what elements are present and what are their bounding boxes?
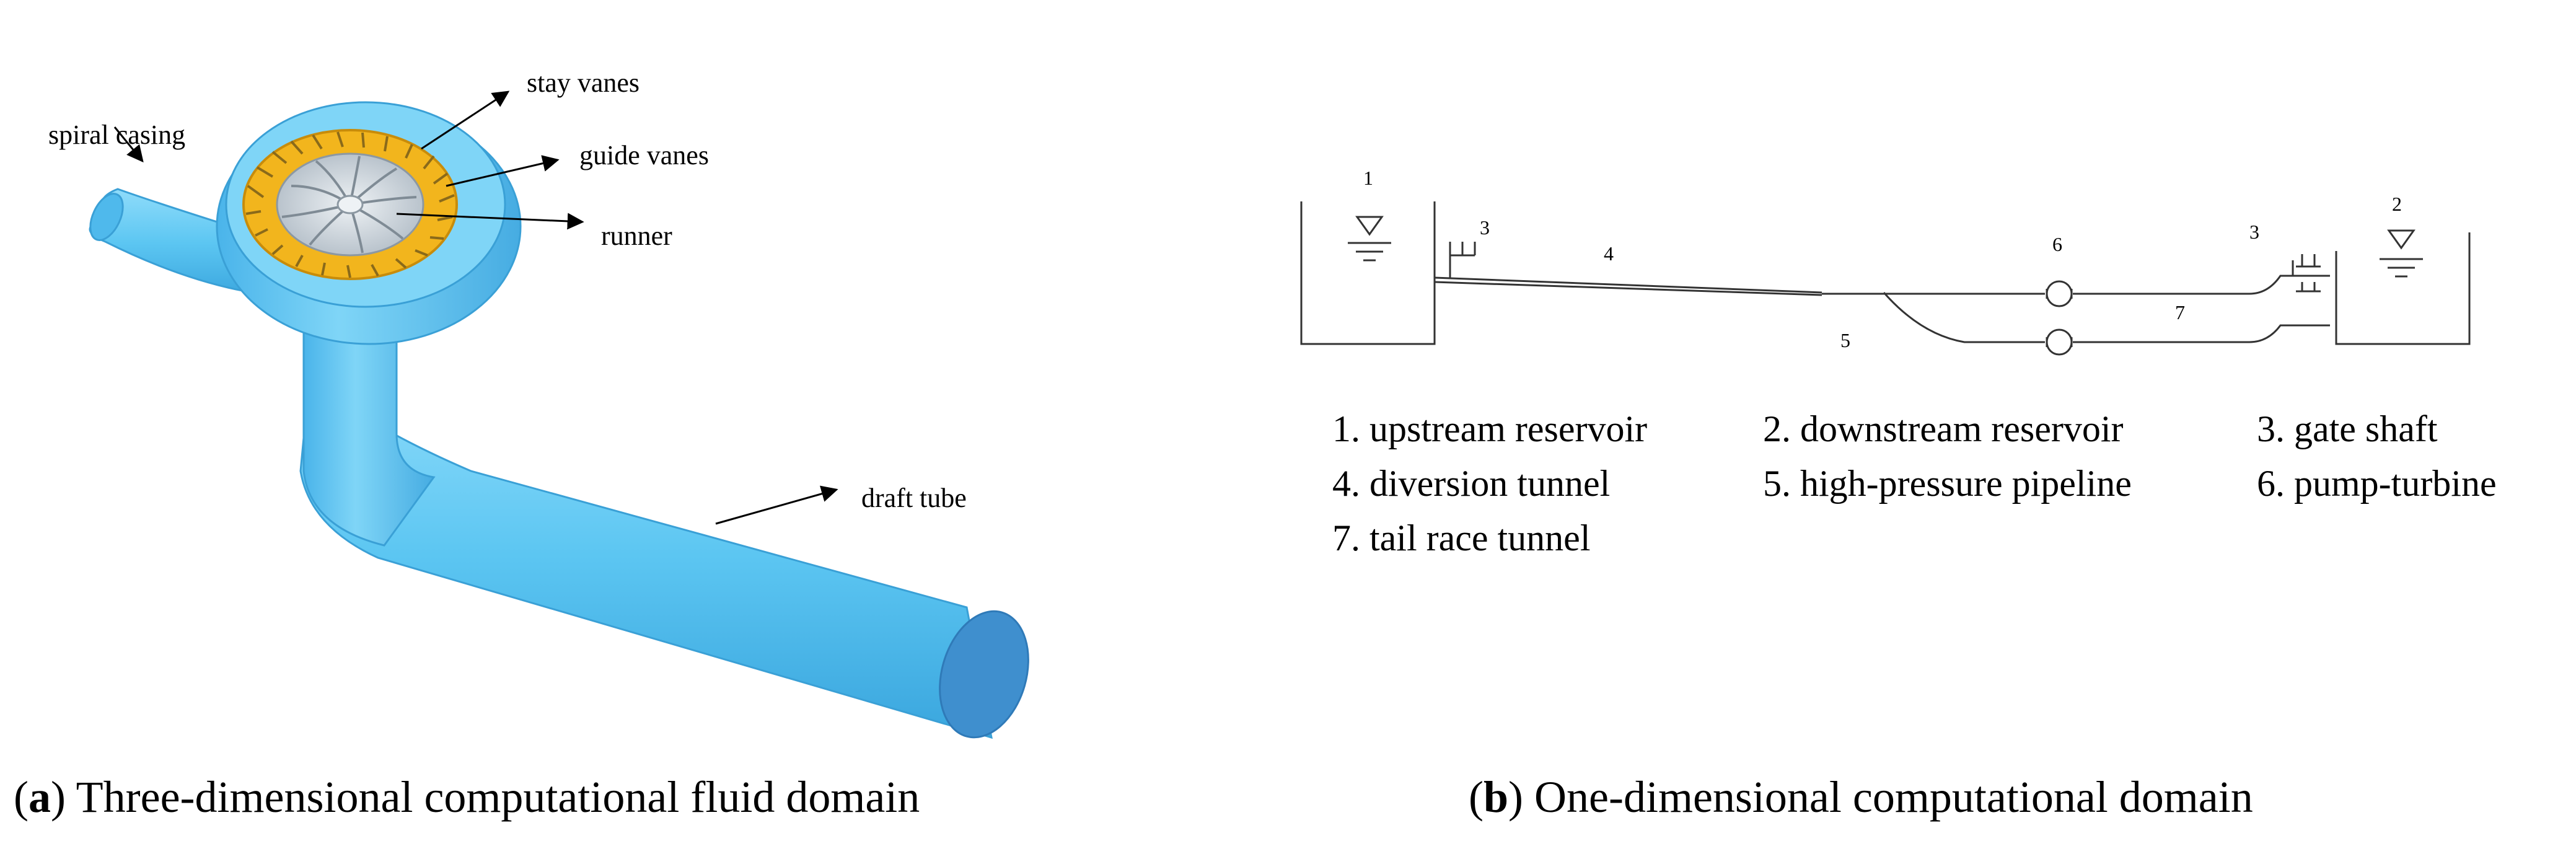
node-label-3-right: 3 bbox=[2249, 221, 2259, 243]
caption-a-text: Three-dimensional computational fluid do… bbox=[76, 772, 920, 822]
panel-a-3d-domain: spiral casing stay vanes guide vanes run… bbox=[48, 68, 1029, 739]
node-label-2: 2 bbox=[2392, 193, 2402, 215]
pump-turbine-lower bbox=[2046, 328, 2073, 356]
caption-panel-a: (a) Three-dimensional computational flui… bbox=[14, 772, 920, 822]
panel-b-legend: 1. upstream reservoir 2. downstream rese… bbox=[1332, 408, 2497, 558]
gate-shaft-right bbox=[2292, 254, 2321, 276]
caption-a-letter: a bbox=[28, 772, 51, 822]
high-pressure-pipeline bbox=[1883, 292, 2045, 343]
caption-b-letter: b bbox=[1483, 772, 1509, 822]
upstream-water-marker bbox=[1355, 216, 1384, 236]
label-draft-tube: draft tube bbox=[861, 483, 967, 513]
runner-hub bbox=[336, 195, 364, 214]
node-label-4: 4 bbox=[1604, 242, 1614, 265]
label-guide-vanes: guide vanes bbox=[579, 140, 709, 170]
inlet-end bbox=[89, 193, 124, 241]
node-label-6: 6 bbox=[2052, 233, 2062, 255]
upstream-reservoir bbox=[1300, 201, 1436, 345]
arrow-stay-vanes bbox=[421, 90, 510, 150]
gate-shaft-left bbox=[1449, 242, 1476, 279]
legend-item-5: 5. high-pressure pipeline bbox=[1763, 463, 2132, 504]
legend-item-2: 2. downstream reservoir bbox=[1763, 408, 2124, 449]
caption-b-text: One-dimensional computational domain bbox=[1534, 772, 2253, 822]
node-label-7: 7 bbox=[2175, 301, 2185, 324]
arrow-draft-tube bbox=[715, 485, 838, 525]
legend-item-4: 4. diversion tunnel bbox=[1332, 463, 1610, 504]
arrow-runner bbox=[396, 213, 584, 230]
legend-item-7: 7. tail race tunnel bbox=[1332, 518, 1590, 558]
label-stay-vanes: stay vanes bbox=[527, 68, 640, 98]
label-runner: runner bbox=[601, 221, 672, 251]
arrow-guide-vanes bbox=[446, 155, 560, 187]
node-label-5: 5 bbox=[1840, 329, 1850, 351]
draft-tube-shape bbox=[299, 369, 993, 739]
draft-tube-elbow bbox=[302, 321, 436, 547]
pump-turbine-upper bbox=[2046, 280, 2073, 307]
downstream-water-marker bbox=[2387, 229, 2416, 250]
legend-item-1: 1. upstream reservoir bbox=[1332, 408, 1647, 449]
label-spiral-casing: spiral casing bbox=[48, 120, 185, 150]
panel-b-node-labels: 1 3 4 5 6 7 3 2 bbox=[1363, 167, 2402, 351]
tail-race-tunnel bbox=[2073, 275, 2330, 295]
legend-item-3: 3. gate shaft bbox=[2257, 408, 2438, 449]
vane-blades bbox=[245, 131, 455, 278]
arrow-spiral-casing bbox=[113, 126, 144, 163]
panel-b-1d-domain bbox=[1300, 201, 2471, 356]
legend-item-6: 6. pump-turbine bbox=[2257, 463, 2497, 504]
downstream-reservoir bbox=[2335, 232, 2471, 345]
draft-tube-outlet bbox=[939, 610, 1029, 739]
node-label-3-left: 3 bbox=[1480, 216, 1490, 239]
diversion-tunnel bbox=[1434, 276, 1822, 294]
node-label-1: 1 bbox=[1363, 167, 1373, 189]
caption-panel-b: (b) One-dimensional computational domain bbox=[1469, 772, 2253, 822]
